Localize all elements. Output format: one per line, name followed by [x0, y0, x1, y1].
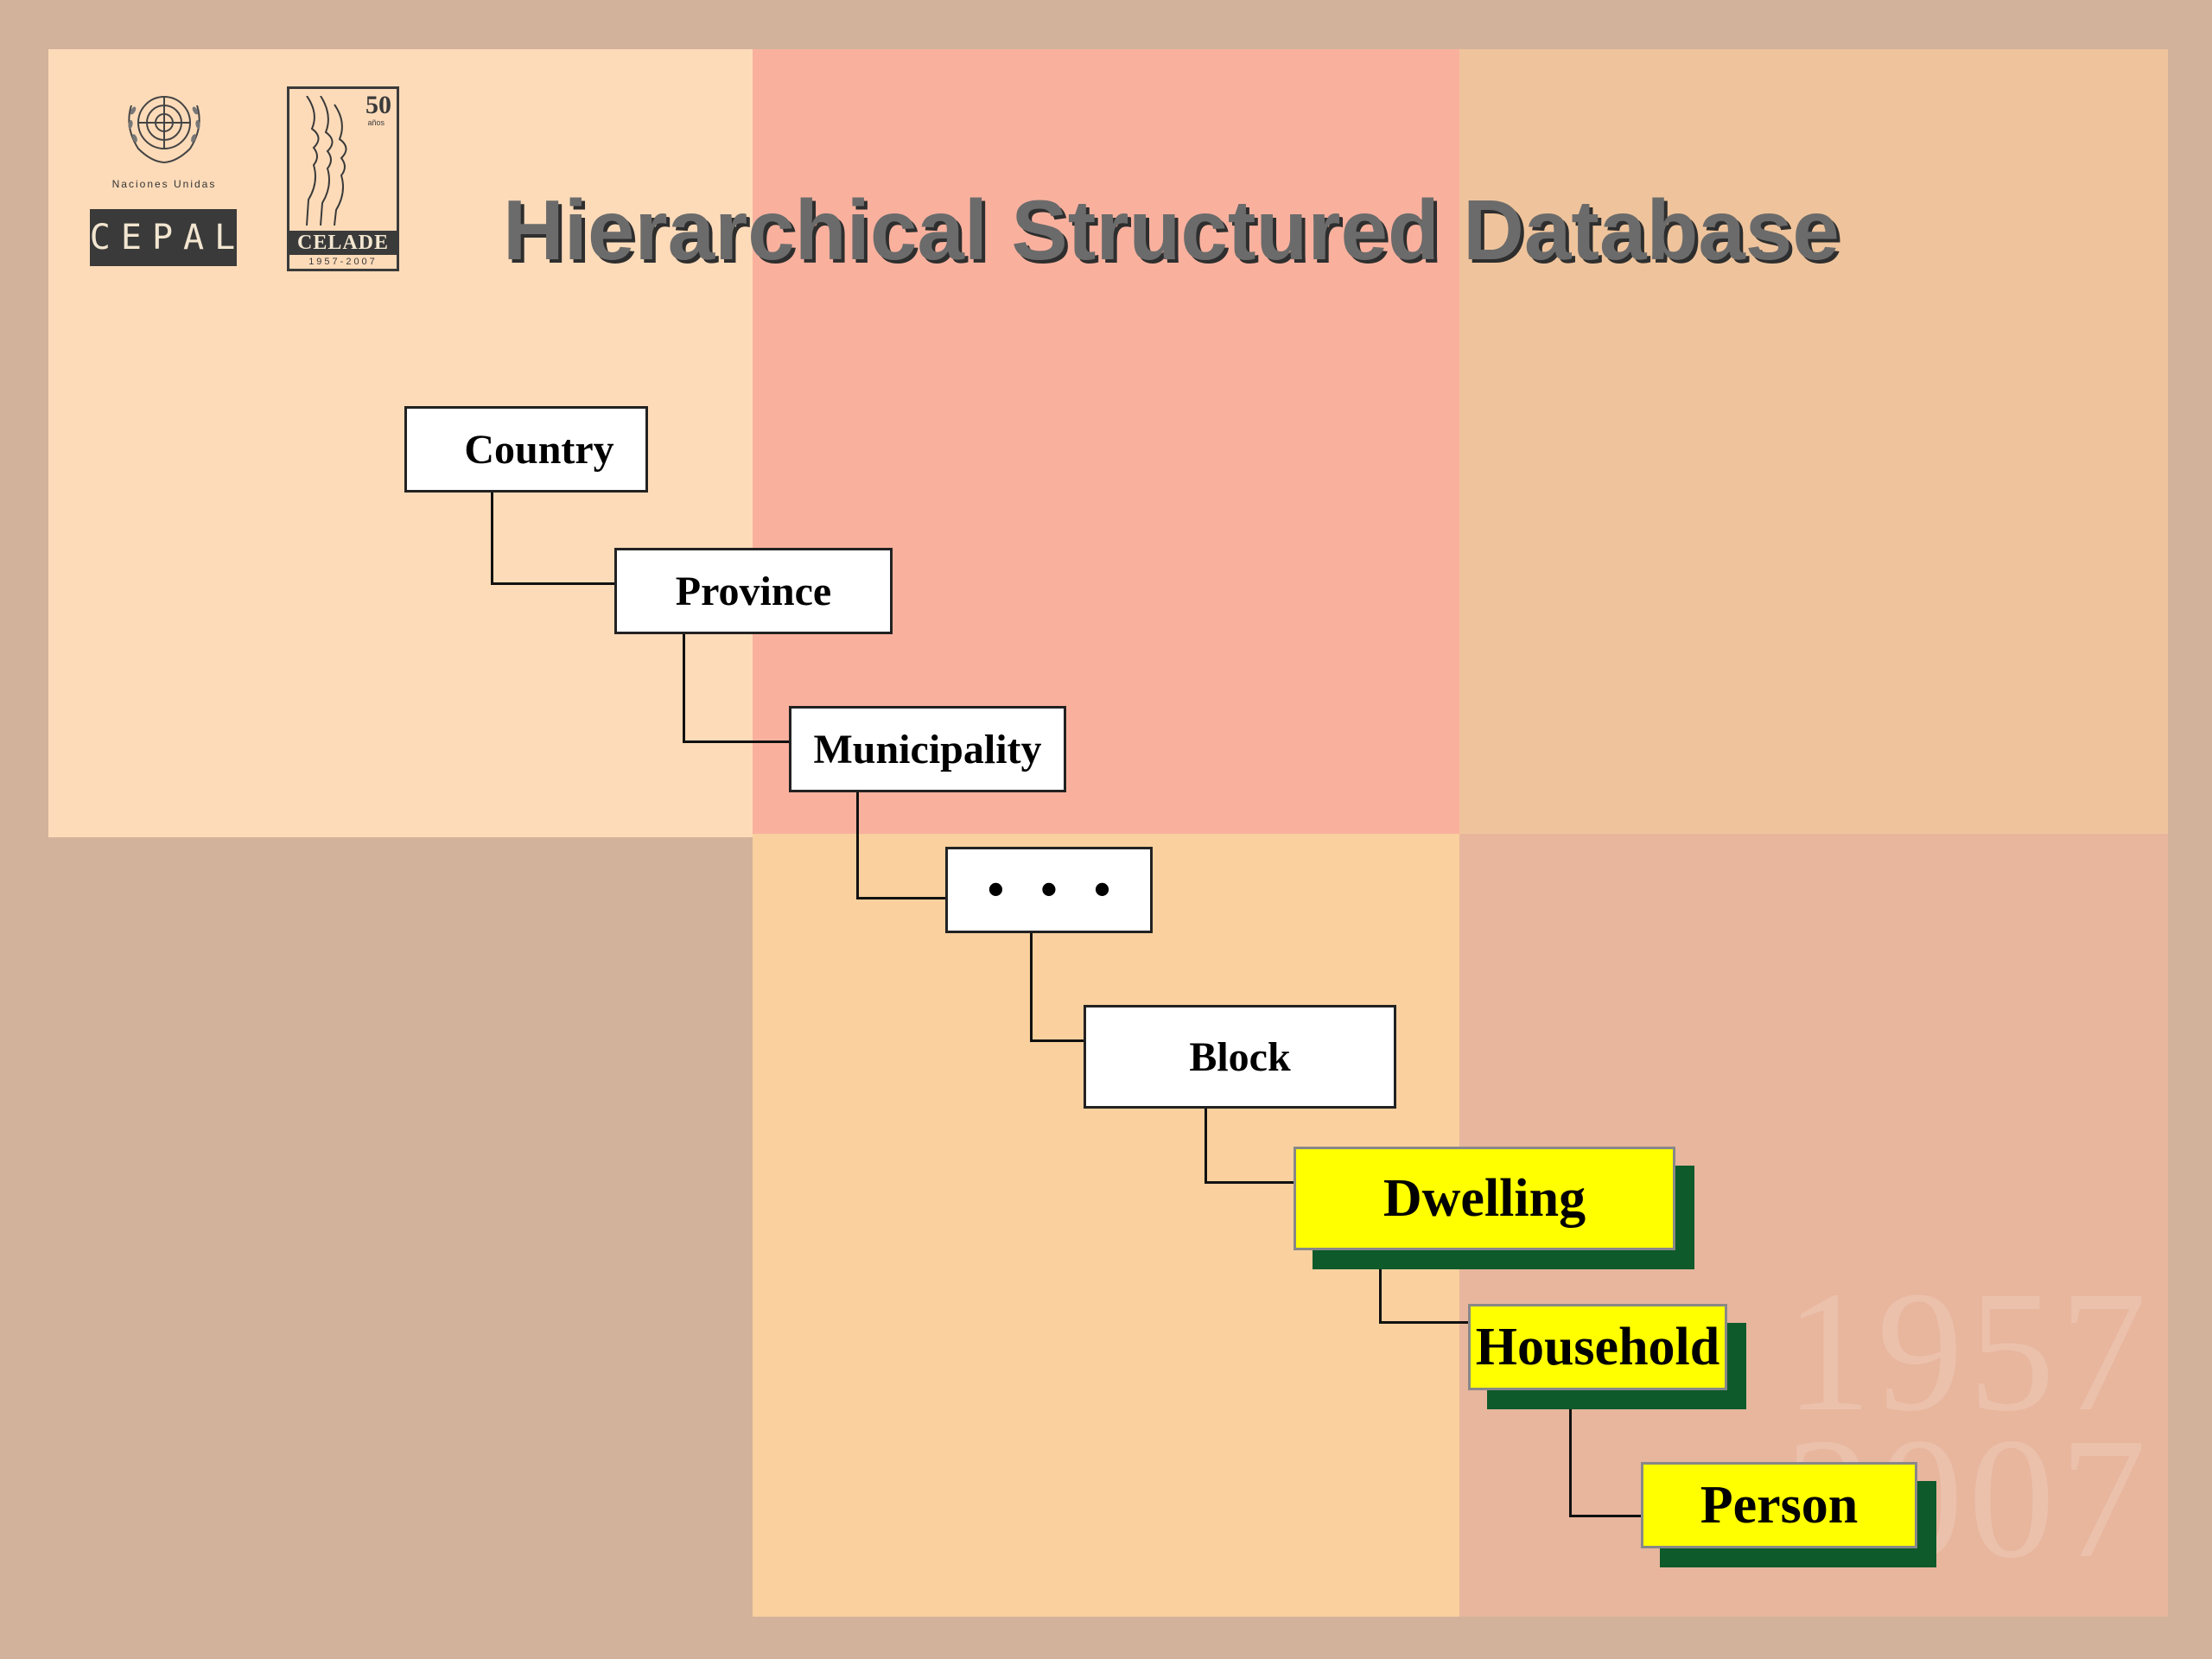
connector-dwelling-household [1379, 1269, 1471, 1324]
page-title: Hierarchical Structured Database [503, 182, 1840, 277]
background-panel-top-right [1459, 49, 2168, 834]
connector-province-municipality [683, 633, 792, 743]
year-watermark: 1957 2007 [1785, 1256, 2152, 1594]
node-block: Block [1084, 1005, 1396, 1109]
connector-ellipsis-block [1030, 932, 1086, 1042]
node-person: Person [1641, 1462, 1917, 1548]
celade-years: 1957-2007 [308, 257, 378, 267]
node-dwelling: Dwelling [1294, 1147, 1675, 1250]
un-emblem-icon [128, 96, 200, 163]
node-ellipsis: • • • [945, 847, 1153, 933]
node-household: Household [1468, 1304, 1727, 1390]
celade-anniversary-number: 50 [365, 91, 391, 119]
un-cepal-logo: Naciones Unidas CEPAL [90, 79, 238, 266]
connector-municipality-ellipsis [856, 791, 949, 899]
celade-anos: años [367, 118, 385, 127]
celade-logo: 50 años CELADE 1957-2007 [287, 86, 399, 271]
profile-faces-icon [306, 96, 347, 226]
node-municipality: Municipality [789, 706, 1066, 792]
node-province: Province [614, 548, 893, 634]
cepal-wordmark: CEPAL [90, 209, 237, 266]
connector-country-province [491, 493, 618, 585]
connector-household-person [1569, 1408, 1644, 1517]
node-country: Country [404, 406, 648, 493]
connector-block-dwelling [1205, 1109, 1297, 1184]
un-caption: Naciones Unidas [111, 178, 217, 190]
celade-wordmark: CELADE [289, 231, 397, 255]
background-panel-top-center [753, 49, 1459, 834]
